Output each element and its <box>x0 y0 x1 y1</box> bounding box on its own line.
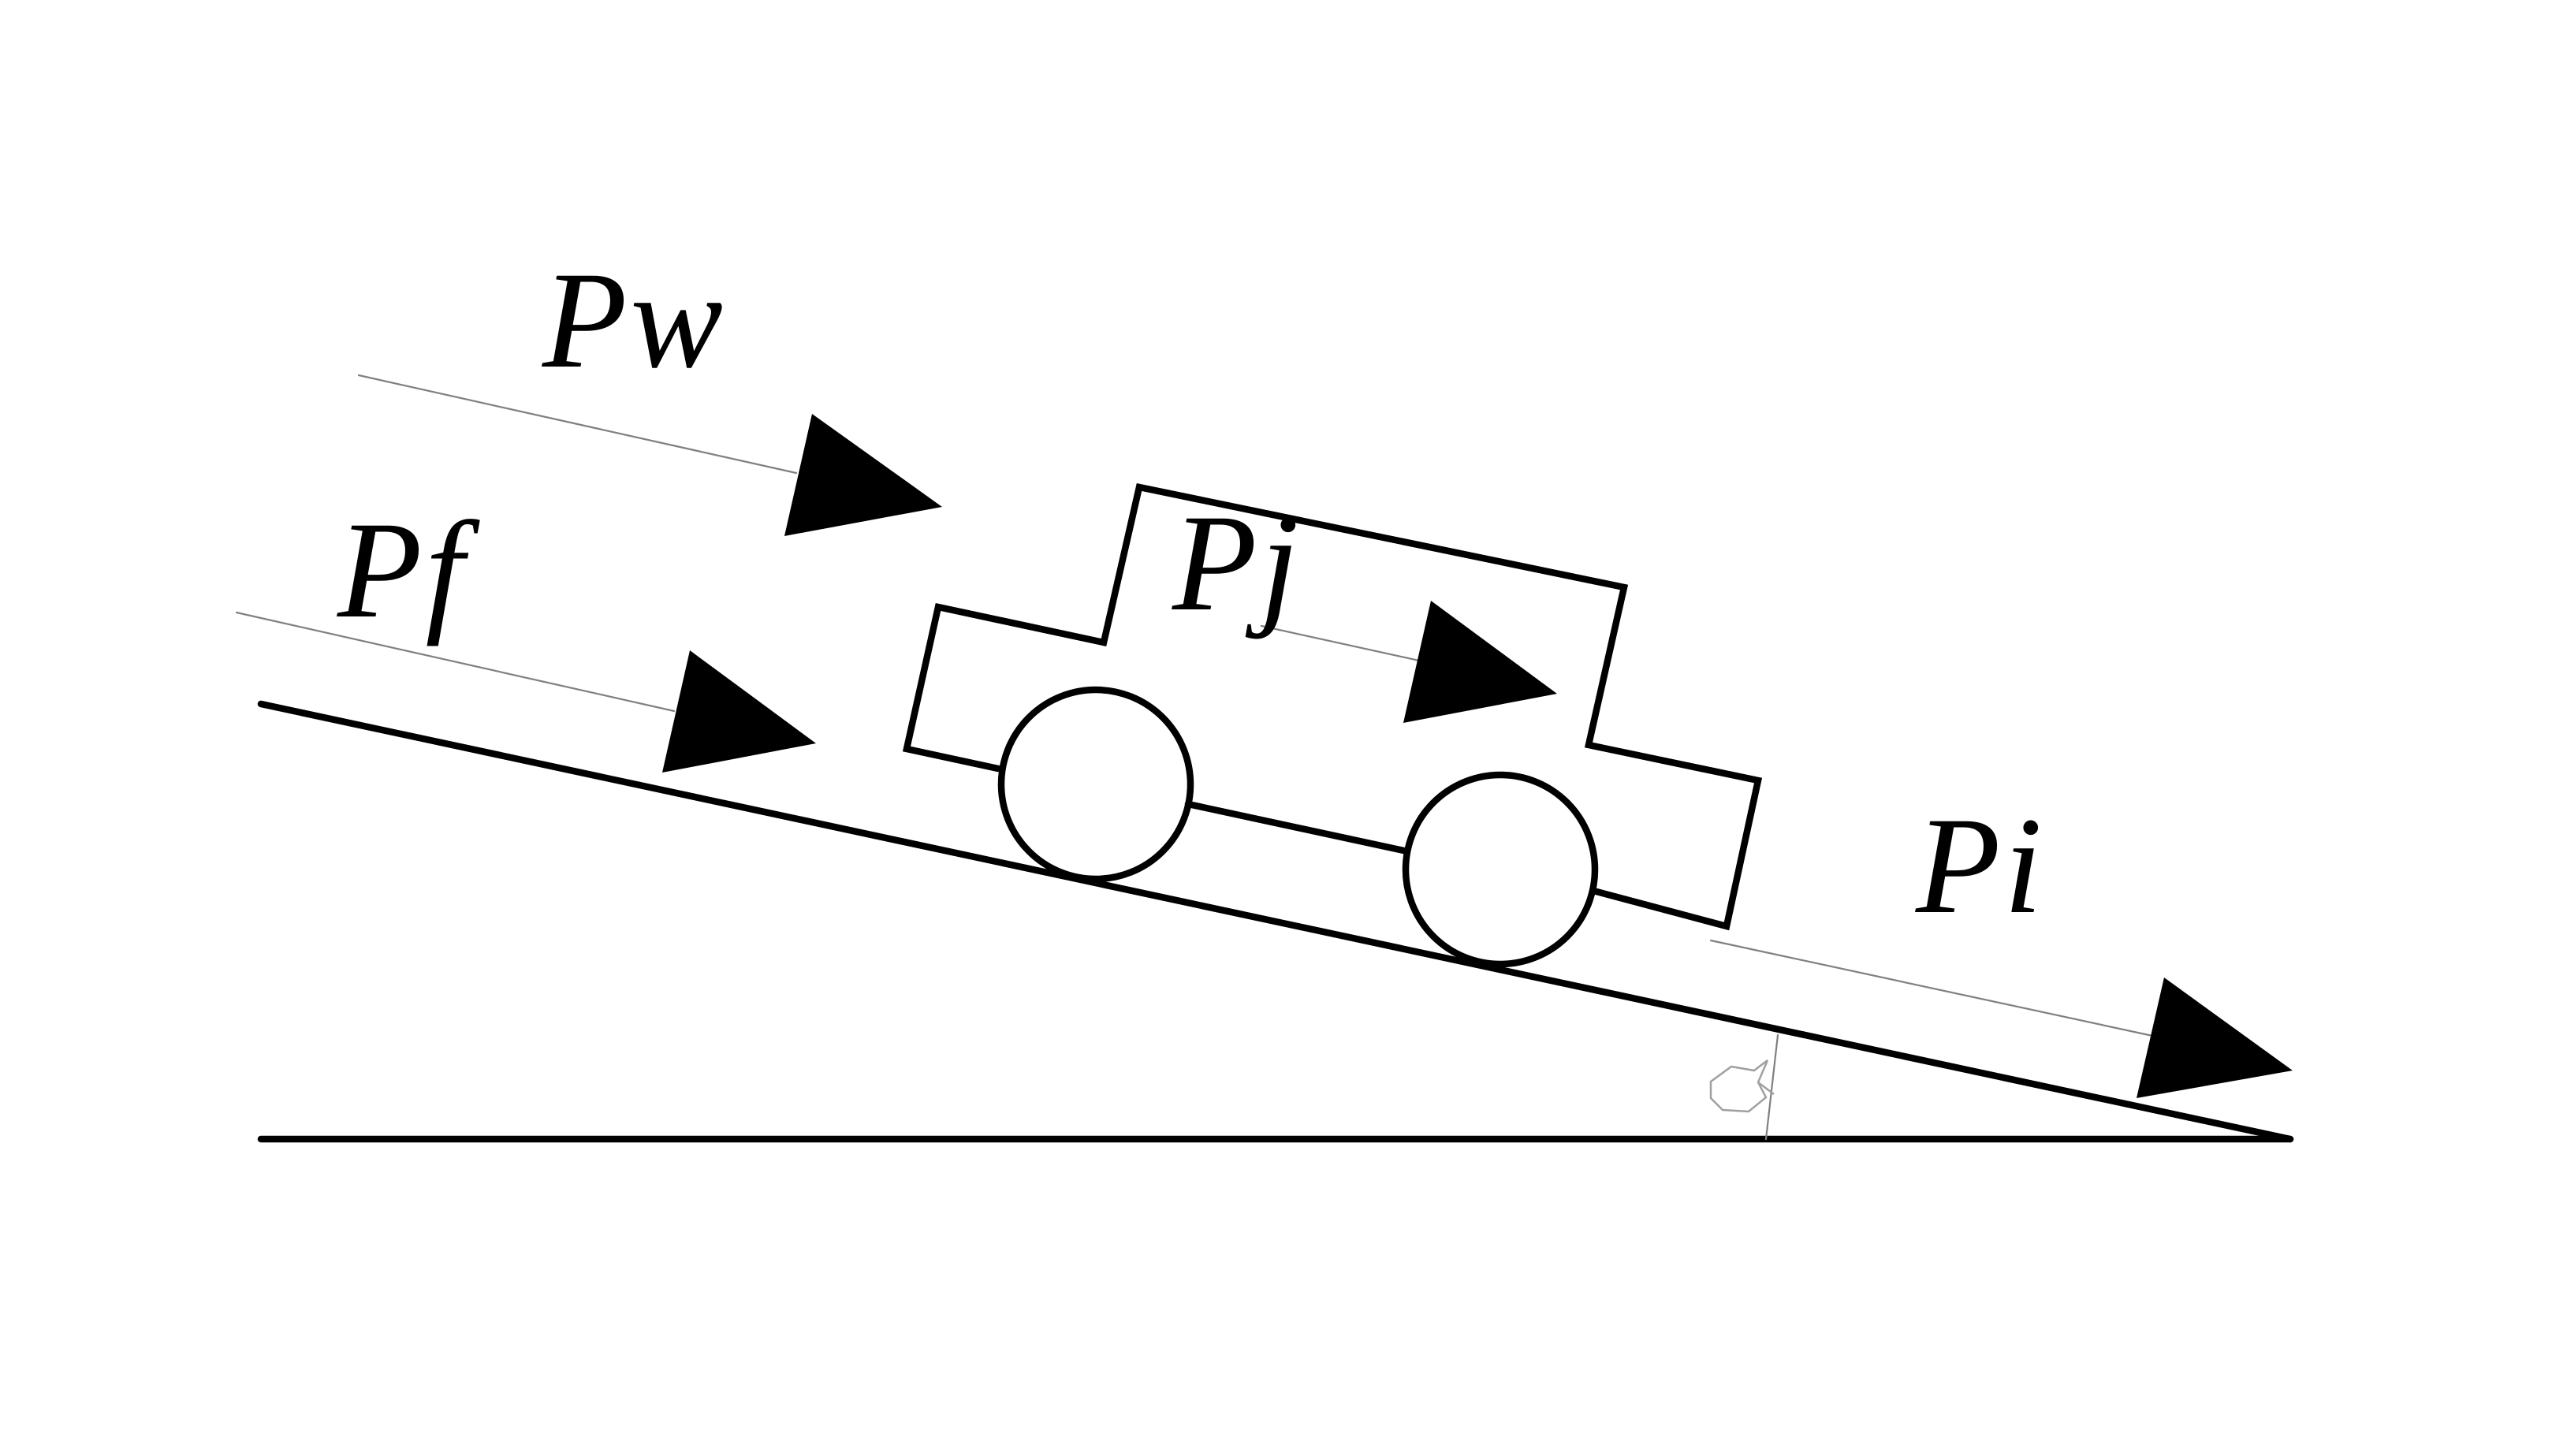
air-resistance-arrow-shaft <box>357 374 798 475</box>
rolling-resistance-arrow <box>235 611 816 773</box>
slope-line <box>257 700 2294 1143</box>
air-resistance-arrow-head <box>784 414 942 536</box>
angle-vertical-tick <box>1764 1033 1779 1141</box>
air-resistance-label-main: P <box>542 244 628 397</box>
air-resistance-arrow <box>357 374 942 536</box>
grade-resistance-label-sub: i <box>2004 789 2043 943</box>
acceleration-resistance-label: Pj <box>1172 486 1298 640</box>
rolling-resistance-label: Pf <box>337 493 481 647</box>
acceleration-resistance-arrow-shaft <box>1260 624 1421 662</box>
grade-resistance-arrow-head <box>2137 977 2293 1098</box>
alpha-symbol <box>1709 1059 1775 1113</box>
car-body <box>902 482 1763 931</box>
rolling-resistance-arrow-shaft <box>235 611 676 713</box>
acceleration-resistance-arrow-head <box>1403 601 1557 723</box>
slope-angle-marker <box>1709 1033 1779 1141</box>
air-resistance-label: Pw <box>542 244 723 397</box>
grade-resistance-arrow-shaft <box>1709 939 2158 1038</box>
rear-wheel <box>997 686 1194 883</box>
car-underbody <box>1184 800 1411 855</box>
rolling-resistance-label-main: P <box>337 493 423 647</box>
grade-resistance-label-main: P <box>1915 789 2001 943</box>
rolling-resistance-arrow-head <box>662 650 816 773</box>
air-resistance-label-sub: w <box>631 244 723 397</box>
acceleration-resistance-label-main: P <box>1172 486 1257 640</box>
front-wheel <box>1402 771 1599 968</box>
grade-resistance-label: Pi <box>1915 789 2042 943</box>
acceleration-resistance-arrow <box>1260 601 1557 723</box>
rolling-resistance-label-sub: f <box>426 493 481 647</box>
grade-resistance-arrow <box>1709 939 2293 1098</box>
